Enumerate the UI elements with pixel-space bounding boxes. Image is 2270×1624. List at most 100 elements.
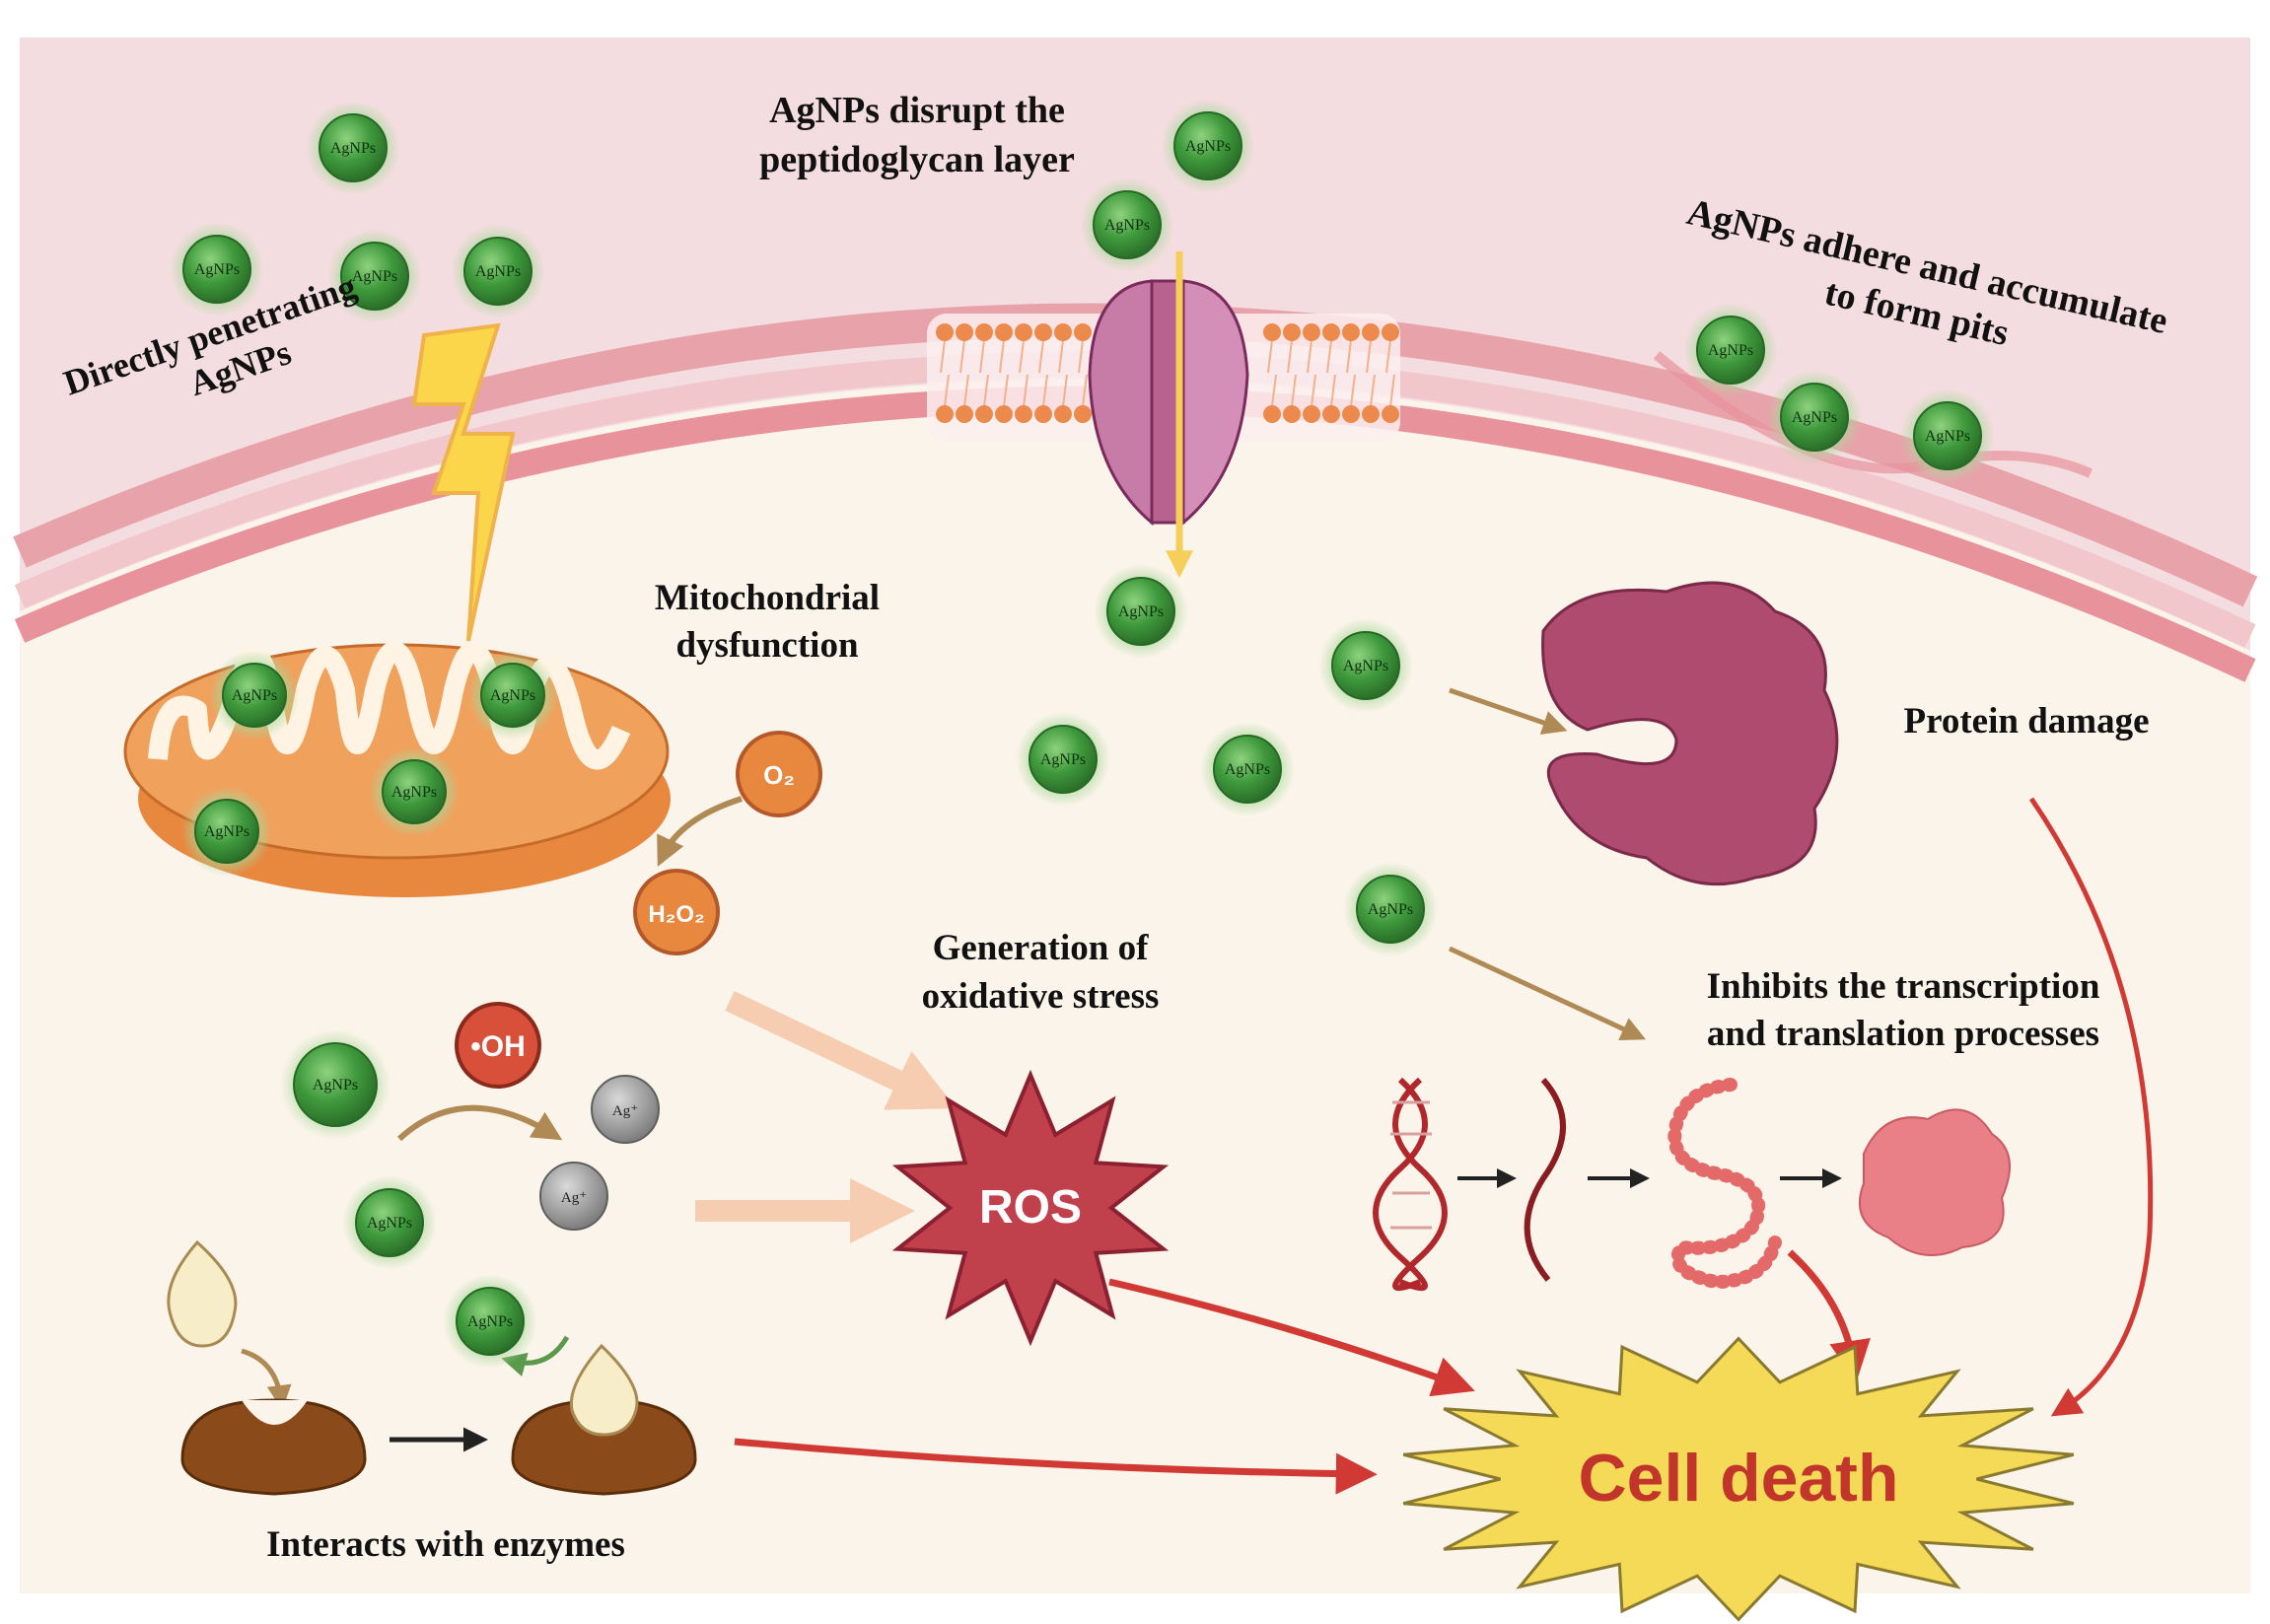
lipid-tail <box>1330 374 1336 407</box>
lipid-tail <box>1042 374 1048 407</box>
lipid-tail <box>1346 339 1352 374</box>
hydroxyl-radical-label: •OH <box>470 1030 526 1063</box>
lipid-head <box>995 405 1013 423</box>
agnp-particle: AgNPs <box>451 224 545 318</box>
agnp-particle-label: AgNPs <box>475 263 521 280</box>
lipid-head <box>936 323 954 341</box>
cell-death-label: Cell death <box>1579 1441 1899 1516</box>
agnp-particle-body <box>1780 383 1849 452</box>
agnp-particle-label: AgNPs <box>1104 217 1150 234</box>
agnp-particle-label: AgNPs <box>367 1215 412 1232</box>
lipid-head <box>1382 405 1399 423</box>
inhibits-line-2: and translation processes <box>1707 1014 2099 1054</box>
agnp-particle-body <box>1356 875 1425 944</box>
lightning-bolt-icon <box>411 322 516 642</box>
agnp-particle-label: AgNPs <box>490 687 535 704</box>
blocked-substrate <box>569 1343 639 1437</box>
enzyme-active-site <box>242 1400 308 1425</box>
agnp-particle-label: AgNPs <box>1368 901 1413 918</box>
lipid-tail <box>1003 374 1009 407</box>
cell-death-burst-shape <box>1402 1336 2075 1622</box>
agnp-to-protein-arrow <box>1449 687 1568 735</box>
lipid-head <box>975 405 993 423</box>
lipid-tail <box>1326 339 1332 374</box>
agnp-particle: AgNPs <box>1080 177 1174 272</box>
lipid-head <box>1034 323 1052 341</box>
lipid-head <box>1283 323 1301 341</box>
lipid-tail <box>1291 374 1297 407</box>
agnp-particle: AgNPs <box>369 746 460 837</box>
disrupt-line-2: peptidoglycan layer <box>759 139 1075 180</box>
lipid-tail <box>1389 374 1395 407</box>
oxygen-label: O₂ <box>763 760 795 790</box>
lipid-head <box>1263 405 1281 423</box>
lipid-tail <box>1082 374 1088 407</box>
agnp-particle: AgNPs <box>1094 564 1188 659</box>
hydrogen-peroxide-label: H₂O₂ <box>648 901 704 928</box>
lipid-head <box>1054 405 1072 423</box>
substrate-drop <box>167 1239 238 1348</box>
o2-to-h2o2-arrow <box>657 796 743 867</box>
agnp-particle: AgNPs <box>209 650 300 741</box>
lipid-bilayer <box>936 323 1399 423</box>
mitochondrial-line-1: Mitochondrial <box>655 578 880 618</box>
lipid-tail <box>1267 339 1273 374</box>
lipid-tail <box>999 339 1005 374</box>
lipid-tail <box>940 339 946 374</box>
lipid-head <box>1362 323 1380 341</box>
agnp-particle-body <box>194 799 259 864</box>
agnp-particle-body <box>1173 111 1242 180</box>
agnp-particle: AgNPs <box>467 650 558 741</box>
ros-burst <box>891 1069 1170 1347</box>
agnp-particle-body <box>1029 725 1098 794</box>
lipid-tail <box>1062 374 1068 407</box>
lipid-tail <box>1311 374 1316 407</box>
agnp-particle-label: AgNPs <box>194 261 240 278</box>
lipid-tail <box>944 374 950 407</box>
agnp-particle-body <box>1913 401 1982 470</box>
agnp-particle-body <box>1696 316 1765 385</box>
agnp-particle: AgNPs <box>1767 370 1862 464</box>
enzyme-bound <box>511 1398 697 1496</box>
lipid-head <box>975 323 993 341</box>
lipid-head <box>1074 405 1092 423</box>
lipid-head <box>1322 323 1340 341</box>
ros-label: ROS <box>979 1181 1082 1234</box>
agnp-particle-body <box>222 663 287 728</box>
lipid-head <box>1303 323 1320 341</box>
agnp-particle: AgNPs <box>1900 388 1995 483</box>
silver-ion <box>591 1075 660 1144</box>
lipid-head <box>995 323 1013 341</box>
agnp-binding-arrow <box>501 1335 570 1377</box>
silver-ion-label: Ag⁺ <box>612 1103 638 1119</box>
lipid-head <box>1015 323 1032 341</box>
agnp-particle: AgNPs <box>1016 712 1110 807</box>
agnp-particle: AgNPs <box>1161 99 1255 193</box>
lipid-tail <box>1271 374 1277 407</box>
agnp-particle: AgNPs <box>1683 303 1778 397</box>
lipid-tail <box>1370 374 1376 407</box>
lipid-tail <box>979 339 985 374</box>
lipid-head <box>956 323 973 341</box>
agnp-particle-label: AgNPs <box>1185 138 1231 155</box>
agnp-particle: AgNPs <box>306 101 400 195</box>
oxygen-molecule <box>736 731 822 817</box>
agnp-particle-body <box>1213 735 1282 804</box>
agnp-particle-label: AgNPs <box>1708 342 1753 359</box>
inhibits-line-1: Inhibits the transcription <box>1707 966 2100 1007</box>
lipid-head <box>1263 323 1281 341</box>
agnp-particle-body <box>293 1042 378 1127</box>
agnp-particle-body <box>480 663 545 728</box>
lipid-tail <box>1019 339 1025 374</box>
silver-ion <box>539 1162 608 1231</box>
agnp-particle-label: AgNPs <box>1225 761 1270 778</box>
ros-to-death-arrow <box>1108 1278 1475 1397</box>
lipid-head <box>1362 405 1380 423</box>
silver-ion-label: Ag⁺ <box>561 1190 587 1206</box>
lipid-tail <box>1385 339 1391 374</box>
lipid-head <box>1322 405 1340 423</box>
agnp-particle: AgNPs <box>170 222 264 317</box>
lipid-head <box>1034 405 1052 423</box>
